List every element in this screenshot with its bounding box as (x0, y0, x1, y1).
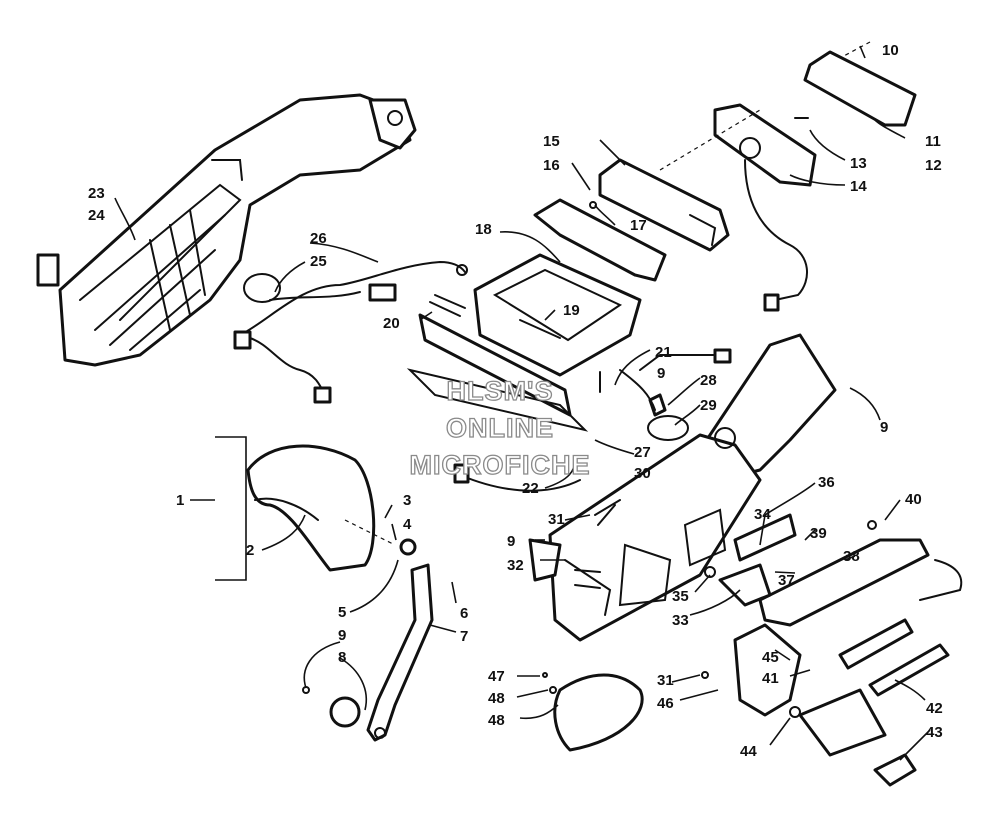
callout-labels: 1 2 3 4 5 6 7 8 9 10 11 12 13 14 15 16 1… (88, 42, 943, 760)
callout-29: 29 (700, 397, 717, 414)
callout-17: 17 (630, 217, 647, 234)
callout-40: 40 (905, 491, 922, 508)
callout-5: 5 (338, 604, 346, 621)
callout-22: 22 (522, 480, 539, 497)
callout-45: 45 (762, 649, 779, 666)
callout-9-a: 9 (657, 365, 665, 382)
callout-10: 10 (882, 42, 899, 59)
cover-panel (542, 672, 644, 752)
callout-18: 18 (475, 221, 492, 238)
callout-24: 24 (88, 207, 105, 224)
leader-lines (114, 45, 931, 761)
callout-30: 30 (634, 465, 651, 482)
callout-48-b: 48 (488, 712, 505, 729)
callout-13: 13 (850, 155, 867, 172)
callout-28: 28 (700, 372, 717, 389)
wiring-harness (233, 260, 468, 404)
callout-12: 12 (925, 157, 942, 174)
callout-16: 16 (543, 157, 560, 174)
callout-4: 4 (403, 516, 412, 533)
callout-9-left: 9 (338, 627, 346, 644)
callout-19: 19 (563, 302, 580, 319)
watermark-line-1: HLSM'S (447, 376, 554, 406)
callout-14: 14 (850, 178, 867, 195)
flap-panel (246, 444, 396, 572)
callout-26: 26 (310, 230, 327, 247)
callout-44: 44 (740, 743, 757, 760)
callout-15: 15 (543, 133, 560, 150)
callout-37: 37 (778, 572, 795, 589)
callout-43: 43 (926, 724, 943, 741)
callout-46: 46 (657, 695, 674, 712)
callout-21: 21 (655, 344, 672, 361)
callout-42: 42 (926, 700, 943, 717)
callout-48-a: 48 (488, 690, 505, 707)
callout-9-c: 9 (507, 533, 515, 550)
watermark-line-2: ONLINE (446, 413, 554, 443)
callout-3: 3 (403, 492, 411, 509)
callout-2: 2 (246, 542, 254, 559)
callout-20: 20 (383, 315, 400, 332)
callout-25: 25 (310, 253, 327, 270)
callout-27: 27 (634, 444, 651, 461)
callout-36: 36 (818, 474, 835, 491)
callout-32: 32 (507, 557, 524, 574)
small-hardware (453, 348, 732, 679)
watermark: HLSM'S ONLINE MICROFICHE (409, 375, 591, 480)
callout-38: 38 (843, 548, 860, 565)
rear-rack (406, 198, 667, 432)
callout-33: 33 (672, 612, 689, 629)
callout-31-a: 31 (548, 511, 565, 528)
callout-7: 7 (460, 628, 468, 645)
callout-35: 35 (672, 588, 689, 605)
callout-31-b: 31 (657, 672, 674, 689)
callout-6: 6 (460, 605, 468, 622)
support-bracket (302, 538, 434, 742)
rear-bumper (548, 333, 837, 642)
callout-39: 39 (810, 525, 827, 542)
callout-1: 1 (176, 492, 184, 509)
hitch-bar (718, 513, 963, 787)
callout-34: 34 (754, 506, 771, 523)
callout-23: 23 (88, 185, 105, 202)
tunnel-frame-assembly (36, 93, 417, 367)
taillight-lens-assembly (659, 41, 917, 312)
watermark-line-3: MICROFICHE (410, 450, 591, 480)
callout-41: 41 (762, 670, 779, 687)
callout-9-b: 9 (880, 419, 888, 436)
callout-11: 11 (925, 133, 941, 150)
callout-8: 8 (338, 649, 346, 666)
callout-47: 47 (488, 668, 505, 685)
